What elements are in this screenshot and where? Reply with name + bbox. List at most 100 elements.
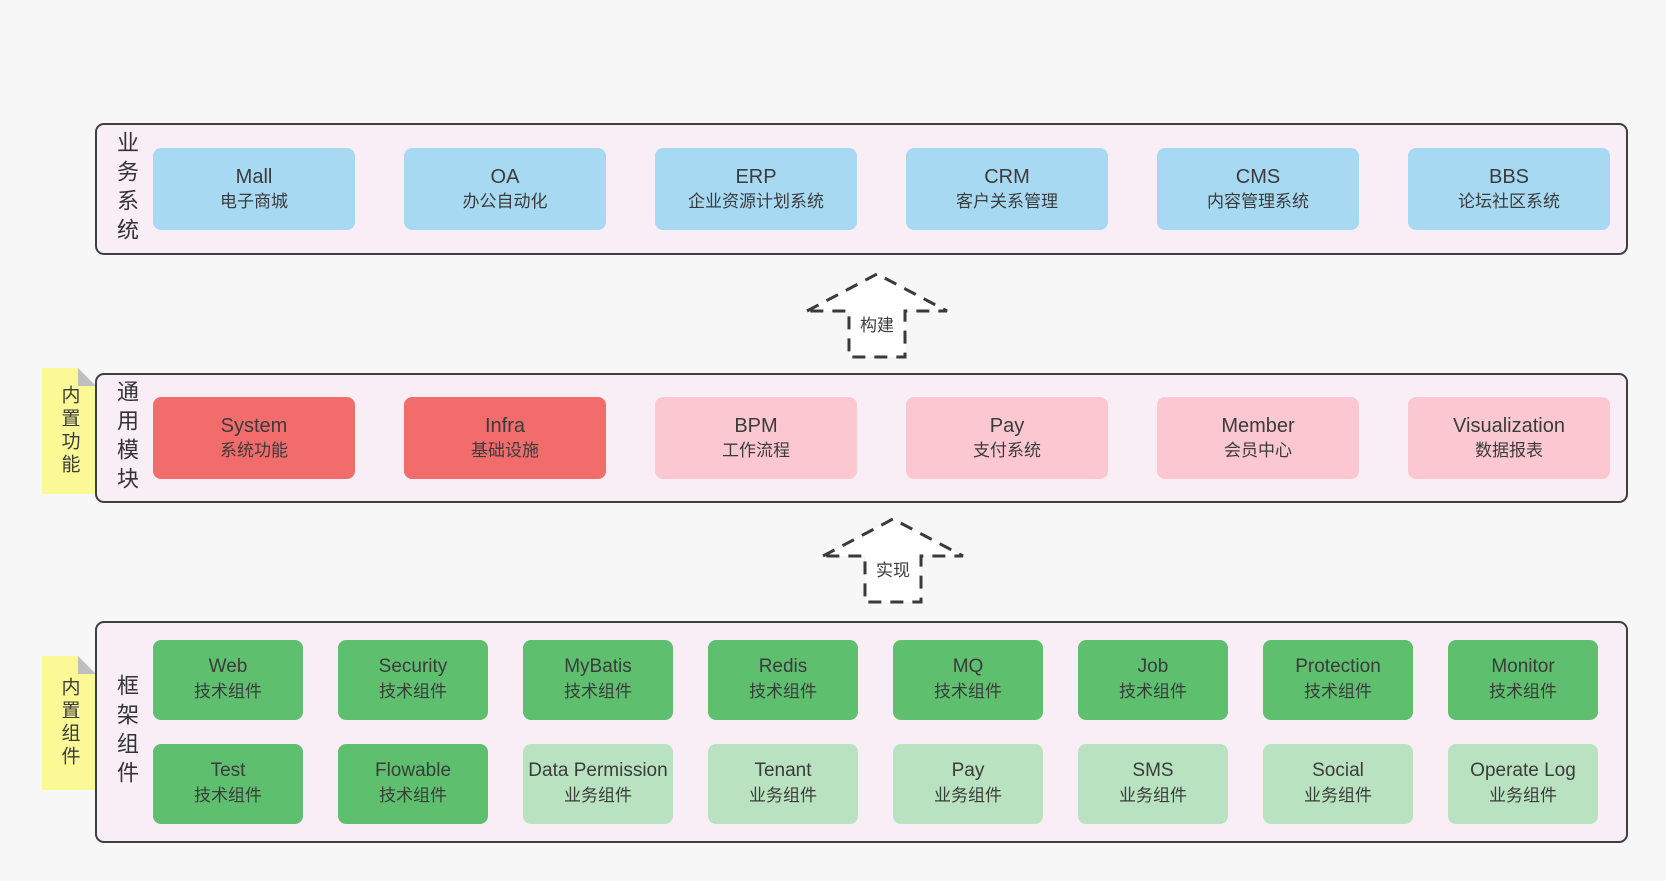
box-title: OA <box>490 165 520 188</box>
box-subtitle: 内容管理系统 <box>1207 191 1309 211</box>
business-box-row: Mall 电子商城 OA 办公自动化 ERP 企业资源计划系统 CRM 客户关系管理 CMS 内容… <box>153 125 1610 253</box>
box-flowable: Flowable 技术组件 <box>338 744 488 824</box>
box-subtitle: 支付系统 <box>973 440 1041 460</box>
layer-label-framework-components: 框架组件 <box>114 674 139 790</box>
box-social: Social 业务组件 <box>1263 744 1413 824</box>
box-bbs: BBS 论坛社区系统 <box>1408 148 1610 230</box>
box-tenant: Tenant 业务组件 <box>708 744 858 824</box>
box-subtitle: 业务组件 <box>1304 786 1372 806</box>
box-subtitle: 客户关系管理 <box>956 191 1058 211</box>
box-title: Data Permission <box>528 760 668 782</box>
sticky-label: 内置功能 <box>58 385 80 477</box>
box-title: Tenant <box>754 760 812 782</box>
box-subtitle: 业务组件 <box>564 786 632 806</box>
box-subtitle: 技术组件 <box>564 682 632 702</box>
sticky-paper <box>42 656 96 790</box>
box-subtitle: 技术组件 <box>194 682 262 702</box>
box-title: Redis <box>758 656 808 678</box>
box-subtitle: 办公自动化 <box>462 191 548 211</box>
box-title: Social <box>1312 760 1364 782</box>
box-redis: Redis 技术组件 <box>708 640 858 720</box>
box-visualization: Visualization 数据报表 <box>1408 397 1610 479</box>
box-title: Flowable <box>374 760 452 782</box>
box-subtitle: 基础设施 <box>471 440 539 460</box>
box-title: BBS <box>1488 165 1530 188</box>
box-subtitle: 企业资源计划系统 <box>688 191 824 211</box>
sticky-label: 内置组件 <box>58 677 80 769</box>
layer-label-business-systems: 业务系统 <box>114 131 139 247</box>
box-title: Web <box>208 656 248 678</box>
box-subtitle: 业务组件 <box>749 786 817 806</box>
box-subtitle: 技术组件 <box>379 786 447 806</box>
box-mybatis: MyBatis 技术组件 <box>523 640 673 720</box>
box-title: MyBatis <box>564 656 632 678</box>
box-mq: MQ 技术组件 <box>893 640 1043 720</box>
box-title: Monitor <box>1491 656 1555 678</box>
box-title: Operate Log <box>1470 760 1576 782</box>
box-subtitle: 业务组件 <box>934 786 1002 806</box>
box-title: CMS <box>1235 165 1281 188</box>
box-web: Web 技术组件 <box>153 640 303 720</box>
box-subtitle: 系统功能 <box>220 440 288 460</box>
box-subtitle: 技术组件 <box>749 682 817 702</box>
box-title: Protection <box>1295 656 1381 678</box>
box-title: Job <box>1137 656 1169 678</box>
sticky-paper <box>42 368 96 494</box>
box-subtitle: 技术组件 <box>1304 682 1372 702</box>
box-cms: CMS 内容管理系统 <box>1157 148 1359 230</box>
box-subtitle: 会员中心 <box>1224 440 1292 460</box>
implement-arrow-icon: 实现 <box>822 517 964 604</box>
box-subtitle: 业务组件 <box>1489 786 1557 806</box>
box-title: ERP <box>735 165 777 188</box>
box-title: Test <box>210 760 246 782</box>
box-subtitle: 电子商城 <box>220 191 288 211</box>
box-data-permission: Data Permission 业务组件 <box>523 744 673 824</box>
box-subtitle: 论坛社区系统 <box>1458 191 1560 211</box>
box-title: Visualization <box>1453 414 1565 437</box>
sticky-note-built-in-components: 内置组件 <box>42 656 96 790</box>
box-subtitle: 技术组件 <box>379 682 447 702</box>
box-job: Job 技术组件 <box>1078 640 1228 720</box>
box-crm: CRM 客户关系管理 <box>906 148 1108 230</box>
box-test: Test 技术组件 <box>153 744 303 824</box>
box-title: Mall <box>235 165 273 188</box>
box-mall: Mall 电子商城 <box>153 148 355 230</box>
layer-business-systems: 业务系统 Mall 电子商城 OA 办公自动化 ERP 企业资源计划系统 CRM 客户关系管理… <box>95 123 1628 255</box>
box-oa: OA 办公自动化 <box>404 148 606 230</box>
box-title: BPM <box>734 414 778 437</box>
box-title: Pay <box>951 760 985 782</box>
box-title: Infra <box>484 414 526 437</box>
box-sms: SMS 业务组件 <box>1078 744 1228 824</box>
box-erp: ERP 企业资源计划系统 <box>655 148 857 230</box>
box-title: System <box>220 414 288 437</box>
build-arrow-icon: 构建 <box>806 272 948 359</box>
box-subtitle: 数据报表 <box>1475 440 1543 460</box>
layer-label-common-modules: 通用模块 <box>114 380 139 496</box>
sticky-note-built-in-features: 内置功能 <box>42 368 96 494</box>
box-title: CRM <box>984 165 1030 188</box>
box-system: System 系统功能 <box>153 397 355 479</box>
box-title: MQ <box>952 656 984 678</box>
box-subtitle: 技术组件 <box>934 682 1002 702</box>
box-operate-log: Operate Log 业务组件 <box>1448 744 1598 824</box>
implement-arrow-label: 实现 <box>876 561 910 580</box>
build-arrow-label: 构建 <box>860 316 894 335</box>
box-subtitle: 业务组件 <box>1119 786 1187 806</box>
box-subtitle: 技术组件 <box>194 786 262 806</box>
box-subtitle: 技术组件 <box>1119 682 1187 702</box>
box-title: SMS <box>1132 760 1174 782</box>
box-infra: Infra 基础设施 <box>404 397 606 479</box>
box-subtitle: 技术组件 <box>1489 682 1557 702</box>
box-pay: Pay 业务组件 <box>893 744 1043 824</box>
